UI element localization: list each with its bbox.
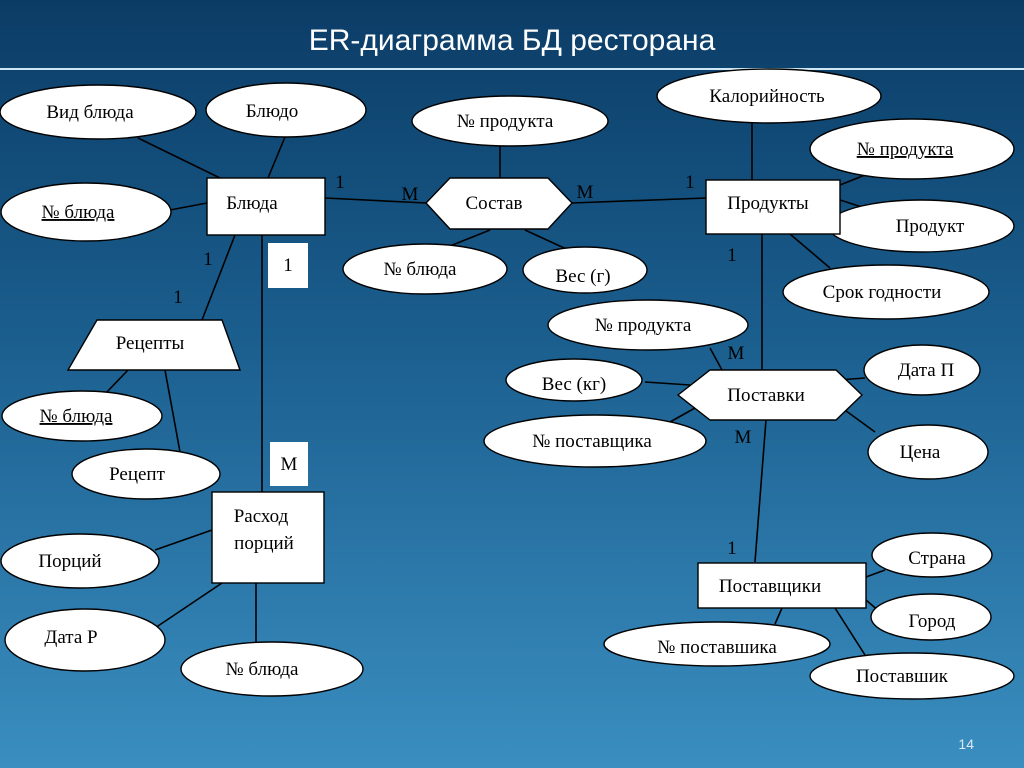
attribute-label: № блюда	[42, 202, 115, 223]
cardinality-supplies-m-top: М	[728, 343, 745, 364]
attribute-label: Продукт	[896, 216, 965, 237]
attribute-label: № поставшика	[657, 637, 777, 658]
attribute-label: Калорийность	[709, 86, 825, 107]
cardinality-label: 1	[283, 255, 293, 276]
slide-title: ER-диаграмма БД ресторана	[308, 24, 716, 57]
attribute-label: Вес (г)	[555, 266, 610, 287]
cardinality-products-supplies-1: 1	[727, 245, 737, 266]
cardinality-recipes-1b: 1	[173, 287, 183, 308]
attribute-country: Страна	[871, 532, 993, 578]
cardinality-supplies-m-bottom: М	[735, 427, 752, 448]
attribute-supplier-no-key: № поставшика	[603, 621, 831, 667]
attribute-label: Поставшик	[856, 666, 949, 687]
entity-products: Продукты	[705, 179, 841, 235]
cardinality-recipes-1a: 1	[203, 249, 213, 270]
attribute-product-no-key: № продукта	[809, 118, 1015, 180]
attribute-label: Блюдо	[246, 101, 299, 122]
attribute-label: Вес (кг)	[542, 374, 606, 395]
attribute-label: Дата Р	[44, 627, 97, 648]
attribute-city: Город	[870, 593, 992, 641]
attribute-date-p: Дата П	[863, 344, 981, 396]
attribute-blyudo: Блюдо	[205, 82, 367, 138]
entity-label-line1: Расход	[234, 506, 289, 527]
title-divider	[0, 68, 1024, 70]
attribute-portions: Порций	[0, 533, 160, 589]
attribute-label: Рецепт	[109, 464, 166, 485]
entity-label-line2: порций	[234, 533, 294, 554]
attribute-vid-blyuda: Вид блюда	[0, 84, 197, 140]
page-number: 14	[958, 736, 974, 752]
attribute-dish-no-portions: № блюда	[180, 641, 364, 697]
attribute-label: Срок годности	[823, 282, 942, 303]
cardinality-products-1: 1	[685, 172, 695, 193]
attribute-product-no-composition: № продукта	[411, 95, 609, 147]
entity-label: Блюда	[226, 193, 278, 214]
attribute-dish-no-composition: № блюда	[342, 243, 508, 295]
attribute-supplier: Поставшик	[809, 652, 1015, 700]
attribute-date-r: Дата Р	[4, 608, 166, 672]
attribute-label: Страна	[908, 548, 966, 569]
attribute-label: № продукта	[457, 111, 554, 132]
relationship-composition: Состав	[425, 177, 573, 230]
attribute-label: Город	[909, 611, 956, 632]
attribute-label: № блюда	[226, 659, 299, 680]
cardinality-label: М	[281, 454, 298, 475]
cardinality-composition-m-left: М	[402, 184, 419, 205]
entity-suppliers: Поставщики	[697, 562, 867, 609]
entity-label: Поставщики	[719, 576, 821, 597]
attribute-label: Цена	[900, 442, 941, 463]
cardinality-box-m: М	[270, 442, 308, 486]
attribute-product: Продукт	[827, 199, 1015, 253]
attribute-product-no-supplies: № продукта	[547, 299, 749, 351]
entity-label: Продукты	[727, 193, 809, 214]
attribute-supplier-no-supplies: № поставщика	[483, 414, 707, 468]
entity-dishes: Блюда	[206, 177, 326, 236]
attribute-label: Вид блюда	[46, 102, 134, 123]
cardinality-box-1: 1	[268, 243, 308, 288]
attribute-calories: Калорийность	[656, 68, 882, 124]
attribute-label: № продукта	[595, 315, 692, 336]
attribute-weight-kg: Вес (кг)	[505, 358, 643, 402]
attribute-label: № блюда	[40, 406, 113, 427]
relationship-recipes: Рецепты	[66, 319, 241, 371]
attribute-label: № поставщика	[532, 431, 652, 452]
attribute-label: Дата П	[898, 360, 955, 381]
relationship-label: Рецепты	[116, 333, 185, 354]
attribute-label: Порций	[38, 551, 101, 572]
attribute-dish-no-recipes: № блюда	[1, 390, 163, 442]
entity-portion-use: Расход порций	[211, 491, 325, 584]
attribute-label: № продукта	[857, 139, 954, 160]
relationship-label: Поставки	[727, 385, 804, 406]
attribute-price: Цена	[867, 424, 989, 480]
cardinality-composition-m-right: М	[577, 182, 594, 203]
relationship-supplies: Поставки	[676, 369, 864, 421]
attribute-shelf-life: Срок годности	[782, 264, 990, 320]
attribute-dish-no-key: № блюда	[0, 182, 172, 242]
relationship-label: Состав	[465, 193, 522, 214]
cardinality-dishes-1: 1	[335, 172, 345, 193]
attribute-weight-g: Вес (г)	[522, 246, 648, 294]
attribute-recipe: Рецепт	[71, 448, 221, 500]
attribute-label: № блюда	[384, 259, 457, 280]
cardinality-suppliers-1: 1	[727, 538, 737, 559]
